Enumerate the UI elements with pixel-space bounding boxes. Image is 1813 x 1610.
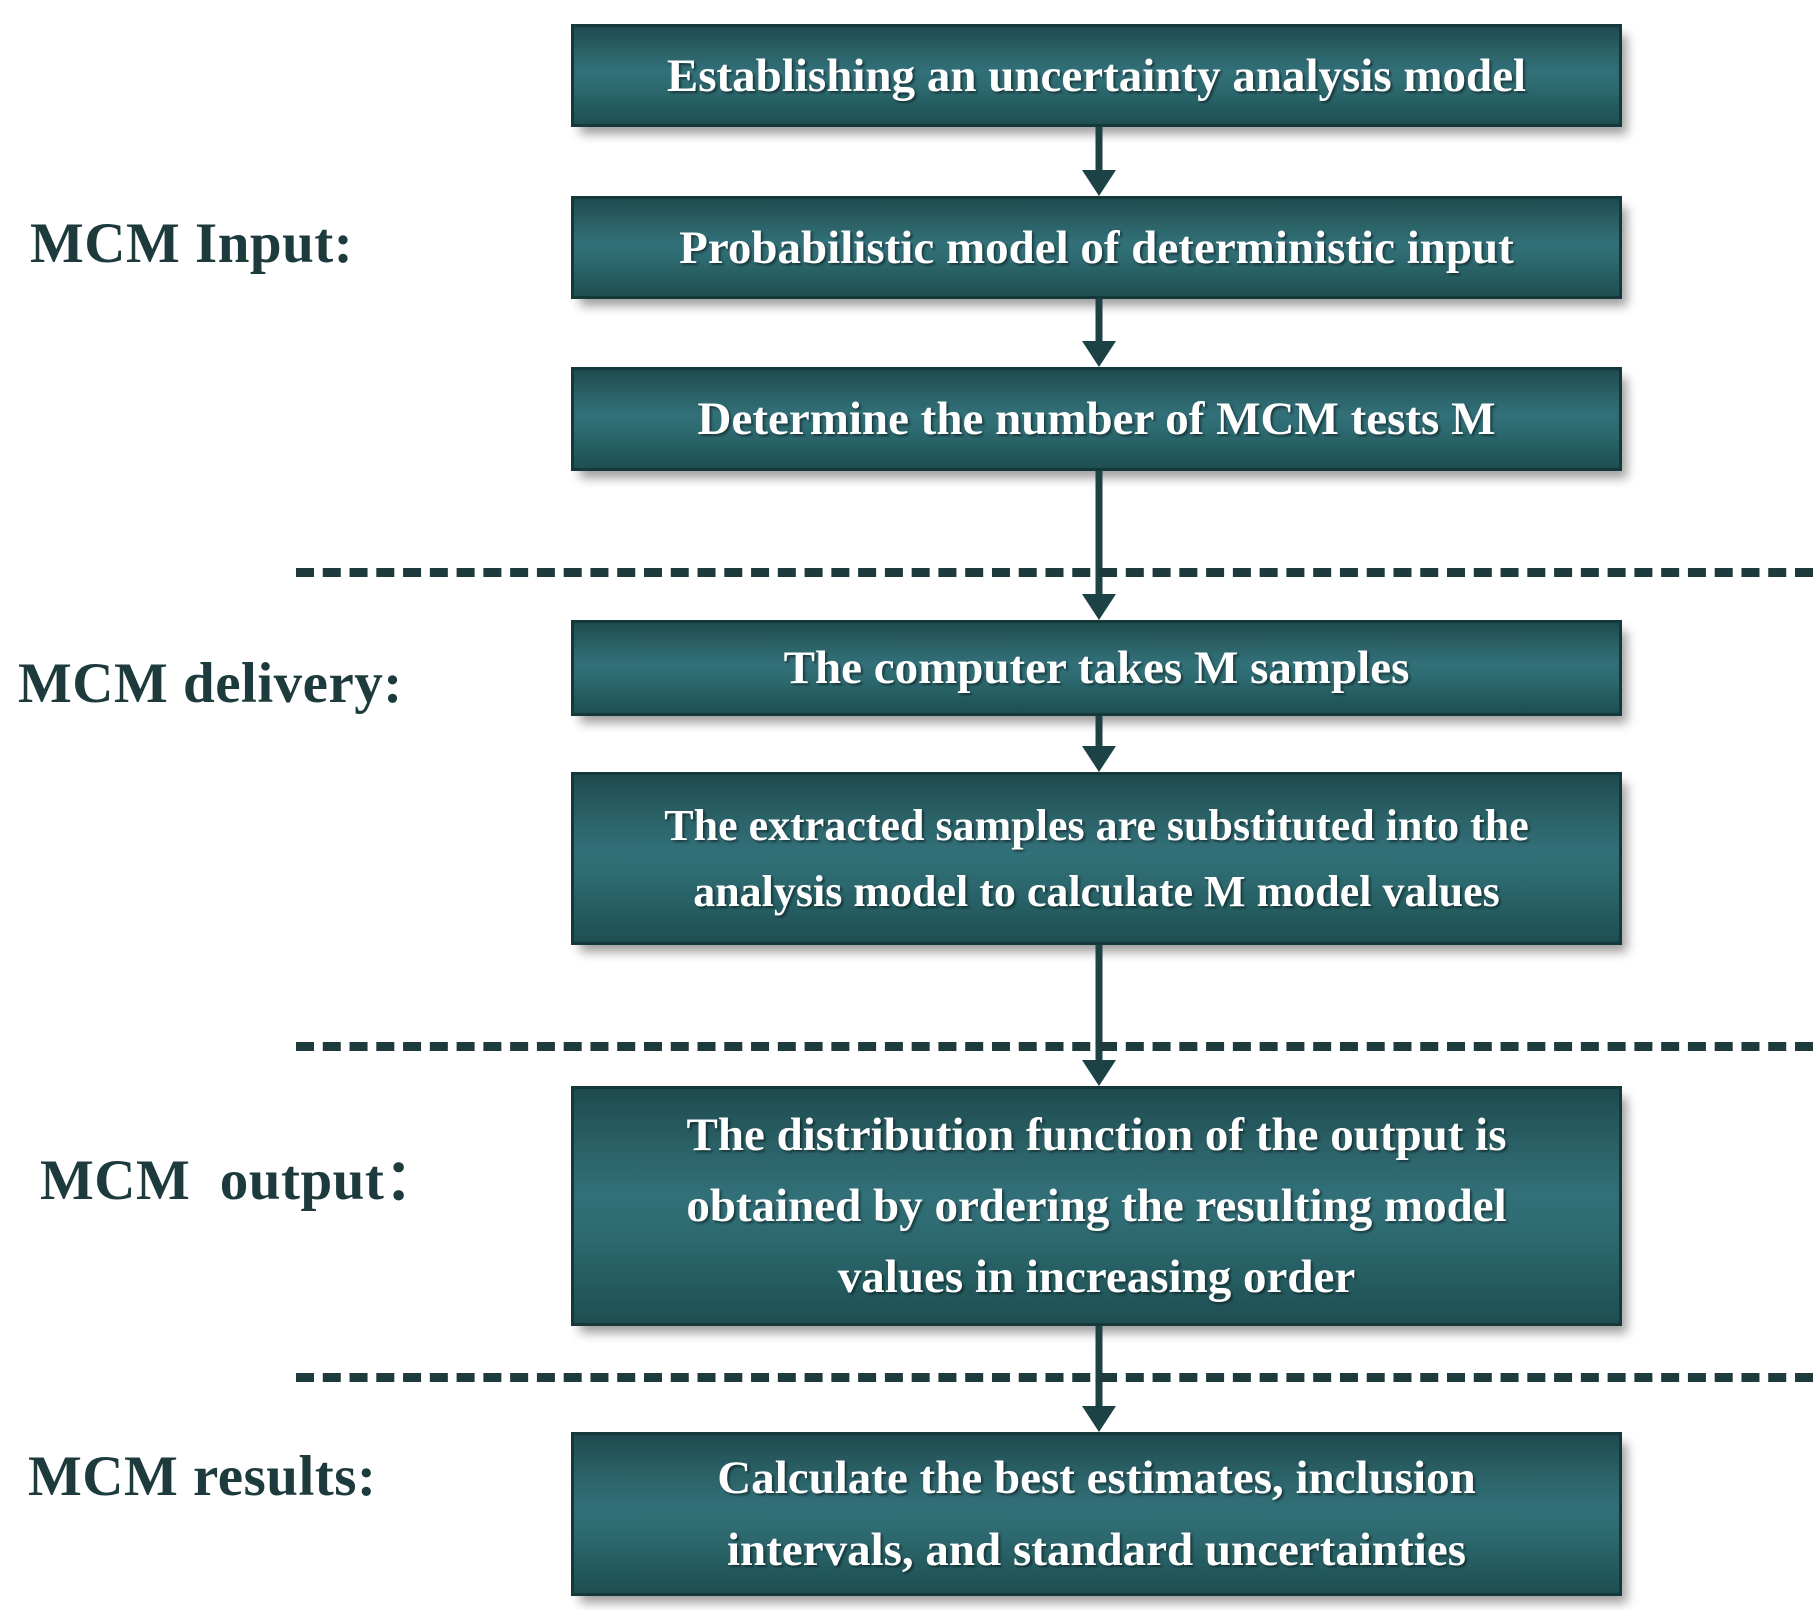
arrow-head-icon: [1082, 341, 1116, 367]
arrow-shaft: [1095, 471, 1103, 597]
node-calculate-estimates[interactable]: Calculate the best estimates, inclusion …: [571, 1432, 1622, 1596]
arrow-probabilistic-to-determine: [1082, 299, 1116, 367]
arrow-shaft: [1095, 1326, 1103, 1409]
divider-input-delivery: [296, 568, 1813, 577]
arrow-head-icon: [1082, 594, 1116, 620]
node-distribution-function[interactable]: The distribution function of the output …: [571, 1086, 1622, 1326]
node-probabilistic-model[interactable]: Probabilistic model of deterministic inp…: [571, 196, 1622, 299]
divider-output-results: [296, 1373, 1813, 1382]
arrow-shaft: [1095, 299, 1103, 344]
node-label: Determine the number of MCM tests M: [697, 393, 1496, 445]
node-establish-model[interactable]: Establishing an uncertainty analysis mod…: [571, 24, 1622, 127]
node-label: The distribution function of the output …: [686, 1108, 1507, 1303]
node-substitute-samples[interactable]: The extracted samples are substituted in…: [571, 772, 1622, 945]
node-label: Establishing an uncertainty analysis mod…: [666, 49, 1527, 102]
arrow-shaft: [1095, 127, 1103, 173]
arrow-shaft: [1095, 945, 1103, 1063]
arrow-substitute-to-distribution: [1082, 945, 1116, 1086]
arrow-shaft: [1095, 716, 1103, 749]
arrow-distribution-to-calculate: [1082, 1326, 1116, 1432]
stage-label-mcm-delivery: MCM delivery:: [18, 652, 403, 715]
node-label: Probabilistic model of deterministic inp…: [679, 221, 1514, 274]
arrow-establish-to-probabilistic: [1082, 127, 1116, 196]
arrow-head-icon: [1082, 746, 1116, 772]
stage-label-mcm-input: MCM Input:: [30, 212, 354, 275]
stage-label-mcm-output: MCM output：: [40, 1149, 442, 1212]
arrow-head-icon: [1082, 170, 1116, 196]
node-label: Calculate the best estimates, inclusion …: [717, 1452, 1476, 1576]
arrow-head-icon: [1082, 1406, 1116, 1432]
arrow-head-icon: [1082, 1060, 1116, 1086]
stage-label-mcm-results: MCM results:: [28, 1445, 377, 1508]
node-label: The extracted samples are substituted in…: [664, 800, 1529, 916]
node-determine-tests[interactable]: Determine the number of MCM tests M: [571, 367, 1622, 471]
arrow-samples-to-substitute: [1082, 716, 1116, 772]
node-computer-takes-samples[interactable]: The computer takes M samples: [571, 620, 1622, 716]
node-label: The computer takes M samples: [783, 642, 1410, 694]
arrow-determine-to-samples: [1082, 471, 1116, 620]
divider-delivery-output: [296, 1042, 1813, 1051]
